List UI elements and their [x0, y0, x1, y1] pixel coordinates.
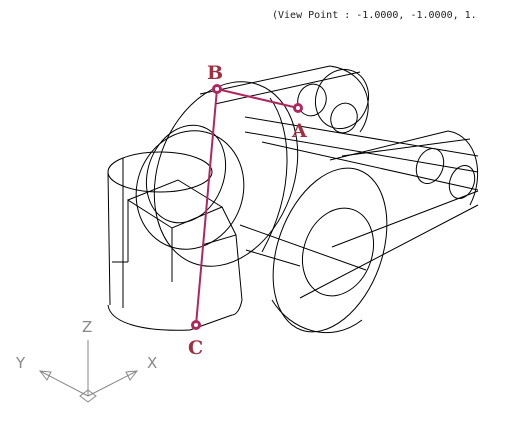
- wireframe-model: [107, 65, 479, 334]
- point-marker-b[interactable]: [212, 84, 222, 94]
- measurement-polyline: [195, 88, 299, 326]
- ucs-axis-icon: [38, 340, 139, 403]
- ucs-x-label: X: [147, 354, 157, 372]
- point-marker-a[interactable]: [293, 103, 303, 113]
- point-label-a: A: [291, 120, 307, 142]
- point-label-b: B: [207, 62, 223, 84]
- point-marker-c[interactable]: [191, 320, 201, 330]
- ucs-y-label: Y: [15, 354, 26, 372]
- ucs-z-label: Z: [82, 318, 92, 336]
- view-point-readout: (View Point : -1.0000, -1.0000, 1.: [272, 10, 477, 21]
- point-label-c: C: [188, 337, 203, 359]
